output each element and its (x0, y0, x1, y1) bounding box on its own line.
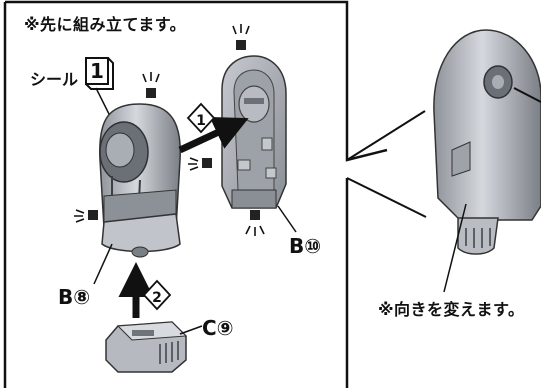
panel-border (3, 0, 388, 388)
seal-label: シール (30, 70, 79, 89)
seal-number-box (85, 57, 109, 85)
part-b8-label: B⑧ (58, 285, 91, 309)
seal-number: 1 (90, 59, 104, 83)
part-c9-label: C⑨ (202, 316, 234, 340)
step-1-diamond (186, 102, 216, 134)
assembly-arrow-1 (178, 116, 249, 154)
assemble-first-note: ※先に組み立てます。 (24, 15, 187, 34)
part-c9-drawing (105, 321, 188, 373)
rotated-part-drawing (433, 29, 541, 255)
part-box-icon (188, 157, 212, 171)
part-box-icon (74, 209, 98, 223)
seal-number-box-shadow (85, 57, 114, 90)
part-box-icon (232, 24, 250, 50)
c9-leader-line (179, 325, 203, 335)
change-orientation-note: ※向きを変えます。 (378, 300, 525, 319)
part-b10-label: B⑩ (289, 234, 322, 258)
part-b8-drawing (99, 103, 181, 258)
part-b10-drawing (221, 55, 287, 209)
step-1-label: 1 (196, 113, 206, 129)
part-box-icon (245, 210, 265, 236)
step-2-label: 2 (152, 290, 162, 306)
callout-line-bottom (346, 177, 427, 218)
b10-leader-line (277, 205, 297, 233)
orientation-leader-line (443, 203, 467, 293)
b8-leader-line (93, 243, 113, 285)
callout-line-top (346, 110, 426, 161)
rotated-part-arrow (513, 87, 541, 103)
step-2-diamond (142, 279, 172, 311)
part-box-icon (142, 72, 160, 98)
